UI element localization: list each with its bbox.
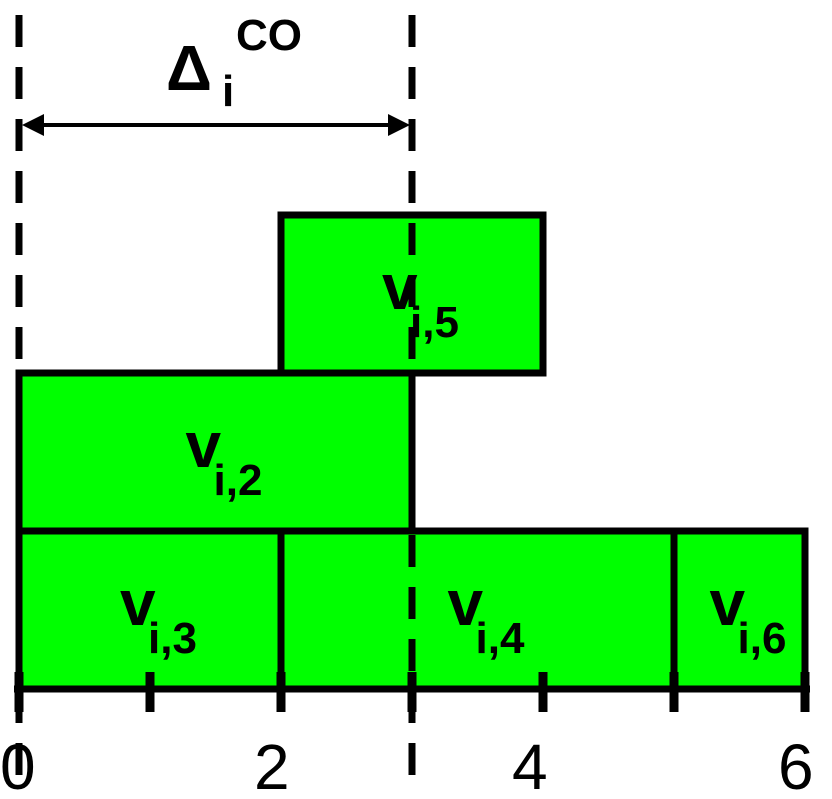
delta-label: Δ [166,32,212,104]
block-sublabel-v-i-6: i,6 [738,614,787,663]
block-sublabel-v-i-5: i,5 [410,298,459,347]
block-v-i-6: vi,6 [670,527,809,693]
delta-arrow [22,114,410,136]
block-label-v-i-6: v [710,567,746,639]
block-label-v-i-3: v [120,567,156,639]
block-sublabel-v-i-3: i,3 [148,614,197,663]
block-v-i-3: vi,3 [15,527,285,693]
tick-label-0: 0 [0,731,36,799]
tick-label-2: 2 [254,731,290,799]
block-sublabel-v-i-4: i,4 [476,614,525,663]
block-sublabel-v-i-2: i,2 [214,456,263,505]
block-label-v-i-4: v [448,567,484,639]
tick-label-4: 4 [512,731,548,799]
delta-label-sub: i [222,67,234,116]
tick-label-6: 6 [778,731,814,799]
block-label-v-i-2: v [186,409,222,481]
block-v-i-2: vi,2 [15,369,416,535]
time-axis [14,672,810,712]
block-v-i-4: vi,4 [277,527,678,693]
delta-label-sup: CO [236,11,302,60]
block-rect-v-i-4 [277,527,678,693]
block-rect-v-i-6 [670,527,809,693]
